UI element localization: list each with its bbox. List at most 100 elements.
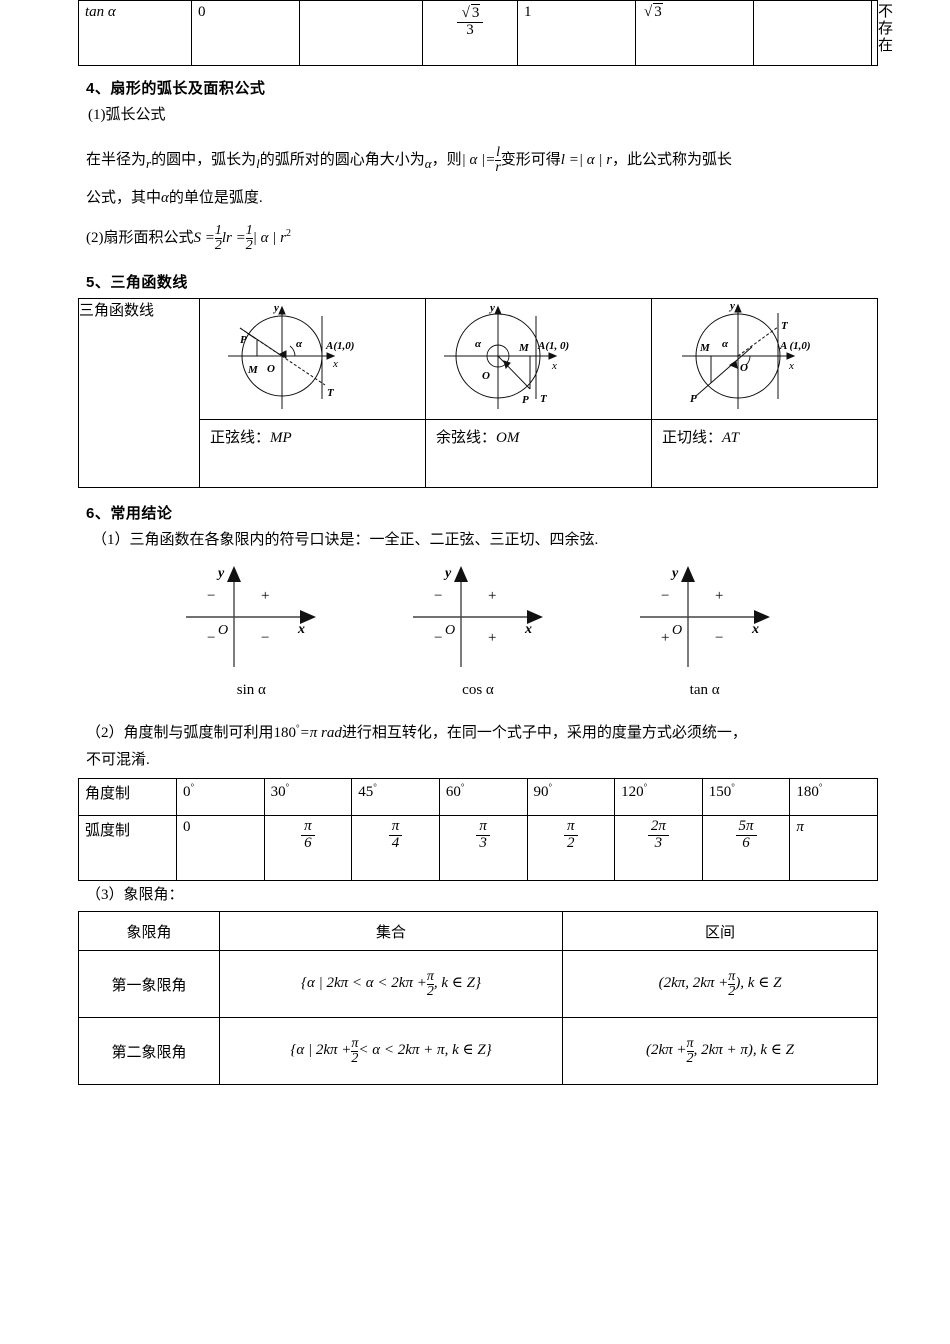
- quad-row-name-1: 第一象限角: [78, 950, 220, 1019]
- degree-cell-6: 150°: [701, 778, 791, 817]
- arc-text-line2a: 公式，其中: [86, 189, 162, 206]
- svg-text:O: O: [218, 623, 228, 638]
- svg-text:P: P: [240, 334, 247, 346]
- tan-cell-1: [299, 0, 423, 66]
- svg-text:O: O: [672, 623, 682, 638]
- table-row-figures: 三角函数线: [78, 298, 878, 489]
- degree-cell-7: 180°: [789, 778, 878, 817]
- sign-q1: +: [261, 588, 269, 604]
- svg-text:y: y: [728, 300, 735, 312]
- trig-function-lines-table: 三角函数线: [78, 298, 878, 489]
- tangent-line-segment: AT: [722, 430, 739, 447]
- svg-text:P: P: [522, 394, 529, 406]
- arc-text-e: 变形可得: [500, 151, 561, 168]
- radian-row-label: 弧度制: [78, 815, 177, 882]
- svg-text:A(1,0): A(1,0): [325, 340, 354, 352]
- svg-text:x: x: [788, 360, 794, 372]
- sqrt3-over-3: √3 3: [456, 4, 484, 39]
- quad-header-set: 集合: [219, 911, 563, 952]
- svg-text:P: P: [690, 393, 697, 405]
- radian-cell-7: π: [789, 815, 878, 882]
- svg-text:T: T: [327, 387, 335, 399]
- svg-text:x: x: [524, 622, 532, 637]
- tangent-line-label: 正切线：: [662, 430, 723, 447]
- svg-text:α: α: [475, 338, 482, 350]
- tan-value-one: 1: [524, 4, 532, 20]
- svg-text:+: +: [661, 630, 669, 646]
- tan-value-sqrt3: √3: [644, 3, 663, 20]
- svg-text:y: y: [216, 566, 225, 581]
- arc-text-d: ，则: [431, 151, 462, 168]
- arc-formula-l: l =| α | r: [560, 151, 613, 168]
- svg-text:M: M: [699, 342, 711, 354]
- svg-text:x: x: [751, 622, 759, 637]
- tan-row-label: tan α: [78, 0, 192, 66]
- tan-cell-6: 不存在: [871, 0, 893, 66]
- sign-figure-sin: − + − − y x O sin α: [176, 560, 326, 699]
- section-6-item-2-line2: 不可混淆.: [86, 751, 150, 768]
- svg-text:x: x: [297, 622, 305, 637]
- alpha-symbol-2: α: [161, 189, 169, 206]
- sector-exponent: 2: [285, 227, 291, 239]
- quadrant-sign-figures: − + − − y x O sin α: [78, 560, 878, 699]
- item2-text-a: （2）角度制与弧度制可利用: [86, 725, 274, 742]
- svg-text:A (1,0): A (1,0): [779, 340, 811, 352]
- svg-text:x: x: [332, 358, 338, 370]
- unit-circle-sine-diagram: y x O P M T α A(1,0): [228, 302, 354, 410]
- arc-text-g: ，此公式称为弧长: [612, 151, 733, 168]
- svg-text:α: α: [296, 338, 303, 350]
- degree-cell-0: 0°: [176, 778, 265, 817]
- degree-row-label: 角度制: [78, 778, 177, 817]
- arc-text-b: 的圆中，弧长为: [151, 151, 257, 168]
- quad-header-interval: 区间: [562, 911, 878, 952]
- svg-text:α: α: [722, 338, 729, 350]
- sector-area-label: (2)扇形面积公式: [86, 229, 194, 246]
- sign-figure-caption-tan: tan α: [689, 682, 720, 699]
- tan-quadrant-sign-axes: − + + − y x O: [639, 566, 770, 668]
- sign-figure-tan: − + + − y x O tan α: [630, 560, 780, 699]
- svg-text:y: y: [443, 566, 452, 581]
- caption-cell-tangent: 正切线：AT: [651, 419, 878, 489]
- tan-value-zero: 0: [198, 4, 206, 20]
- sine-line-segment: MP: [270, 430, 292, 447]
- section-4-heading: 4、扇形的弧长及面积公式: [86, 80, 266, 97]
- degree-cell-4: 90°: [526, 778, 616, 817]
- svg-text:O: O: [740, 362, 748, 374]
- svg-text:O: O: [267, 363, 275, 375]
- frac-denominator: 3: [456, 21, 484, 39]
- arc-text-a: 在半径为: [86, 151, 147, 168]
- item2-180: 180: [273, 725, 297, 742]
- svg-text:−: −: [715, 630, 723, 646]
- figure-cell-tangent: y x O P M T α A (1,0): [651, 298, 878, 421]
- sector-area-S: S =: [193, 229, 215, 246]
- svg-text:−: −: [434, 588, 442, 604]
- figure-cell-cosine: y x O P M T α A(1, 0): [425, 298, 652, 421]
- tan-value-undefined: 不存在: [878, 4, 894, 54]
- section-6-item-3: （3）象限角：: [86, 887, 184, 904]
- svg-text:T: T: [781, 320, 789, 332]
- item2-text-c: 进行相互转化，在同一个式子中，采用的度量方式必须统一，: [341, 725, 747, 742]
- sector-lr: lr =: [221, 229, 246, 246]
- cos-quadrant-sign-axes: − + − + y x O: [412, 566, 543, 668]
- arc-length-paragraph-2: 公式，其中α的单位是弧度.: [86, 183, 878, 213]
- svg-text:x: x: [551, 360, 557, 372]
- svg-text:−: −: [661, 588, 669, 604]
- quad-row-name-2: 第二象限角: [78, 1017, 220, 1086]
- svg-text:+: +: [715, 588, 723, 604]
- cosine-line-segment: OM: [496, 430, 520, 447]
- caption-cell-sine: 正弦线：MP: [199, 419, 426, 489]
- tan-cell-0: 0: [191, 0, 300, 66]
- arc-text-line2b: 的单位是弧度.: [168, 189, 263, 206]
- section-6-item-1: （1）三角函数在各象限内的符号口诀是：一全正、二正弦、三正切、四余弦.: [92, 532, 599, 549]
- tan-cell-2: √3 3: [422, 0, 518, 66]
